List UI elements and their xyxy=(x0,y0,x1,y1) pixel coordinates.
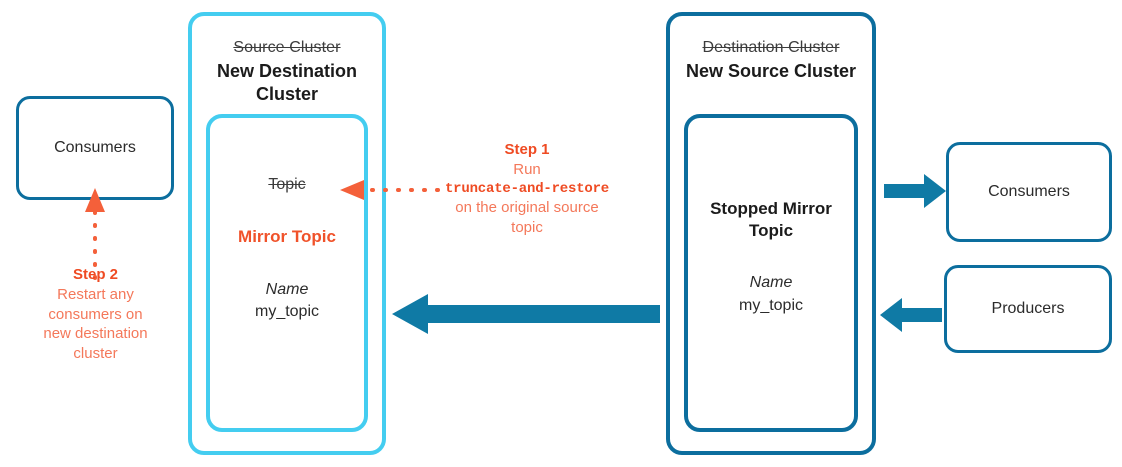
right-producers-label: Producers xyxy=(991,300,1065,317)
step2-annotation: Step 2 Restart any consumers on new dest… xyxy=(18,265,173,364)
right-consumers-label: Consumers xyxy=(988,183,1070,200)
left-topic-name-value: my_topic xyxy=(254,303,320,321)
step2-line4: cluster xyxy=(73,345,118,363)
arrow-left-dotted-icon xyxy=(340,180,440,200)
arrow-up-dotted-icon xyxy=(85,188,105,280)
step2-title: Step 2 xyxy=(72,266,118,283)
step2-line1: Restart any xyxy=(57,285,134,303)
right-topic-content: Stopped Mirror Topic Name my_topic xyxy=(688,118,854,316)
left-topic-content: Topic Mirror Topic Name my_topic xyxy=(210,118,364,323)
step1-title: Step 1 xyxy=(504,141,550,158)
right-topic-name-label: Name xyxy=(749,274,793,292)
right-producers-box: Producers xyxy=(944,265,1112,353)
left-cluster-heading: Source Cluster New Destination Cluster xyxy=(192,16,382,105)
left-cluster-old-name: Source Cluster xyxy=(233,39,341,56)
left-topic-box: Topic Mirror Topic Name my_topic xyxy=(206,114,368,432)
arrow-right-solid-icon xyxy=(884,174,946,208)
step1-annotation: Step 1 Run truncate-and-restore on the o… xyxy=(410,140,644,238)
step2-line3: new destination xyxy=(43,325,148,343)
left-topic-old-label: Topic xyxy=(268,176,306,193)
left-consumers-box: Consumers xyxy=(16,96,174,200)
left-topic-new-label: Mirror Topic xyxy=(238,226,336,246)
step1-command: truncate-and-restore xyxy=(444,180,610,197)
left-consumers-label: Consumers xyxy=(54,139,136,156)
arrow-left-solid-icon-2 xyxy=(880,298,942,332)
right-topic-title: Stopped Mirror Topic xyxy=(710,199,832,241)
right-topic-box: Stopped Mirror Topic Name my_topic xyxy=(684,114,858,432)
right-cluster-heading: Destination Cluster New Source Cluster xyxy=(670,16,872,83)
arrow-left-solid-icon xyxy=(392,294,660,334)
step1-line3: topic xyxy=(511,218,543,236)
right-consumers-box: Consumers xyxy=(946,142,1112,242)
right-cluster-new-name: New Source Cluster xyxy=(685,61,857,81)
step2-line2: consumers on xyxy=(48,305,143,323)
step1-line2: on the original source xyxy=(455,199,599,217)
right-cluster-old-name: Destination Cluster xyxy=(702,39,840,56)
right-topic-name-value: my_topic xyxy=(738,296,804,314)
left-topic-name-label: Name xyxy=(265,280,309,298)
step1-line1: Run xyxy=(513,160,541,178)
left-cluster-new-name: New Destination Cluster xyxy=(216,61,358,104)
